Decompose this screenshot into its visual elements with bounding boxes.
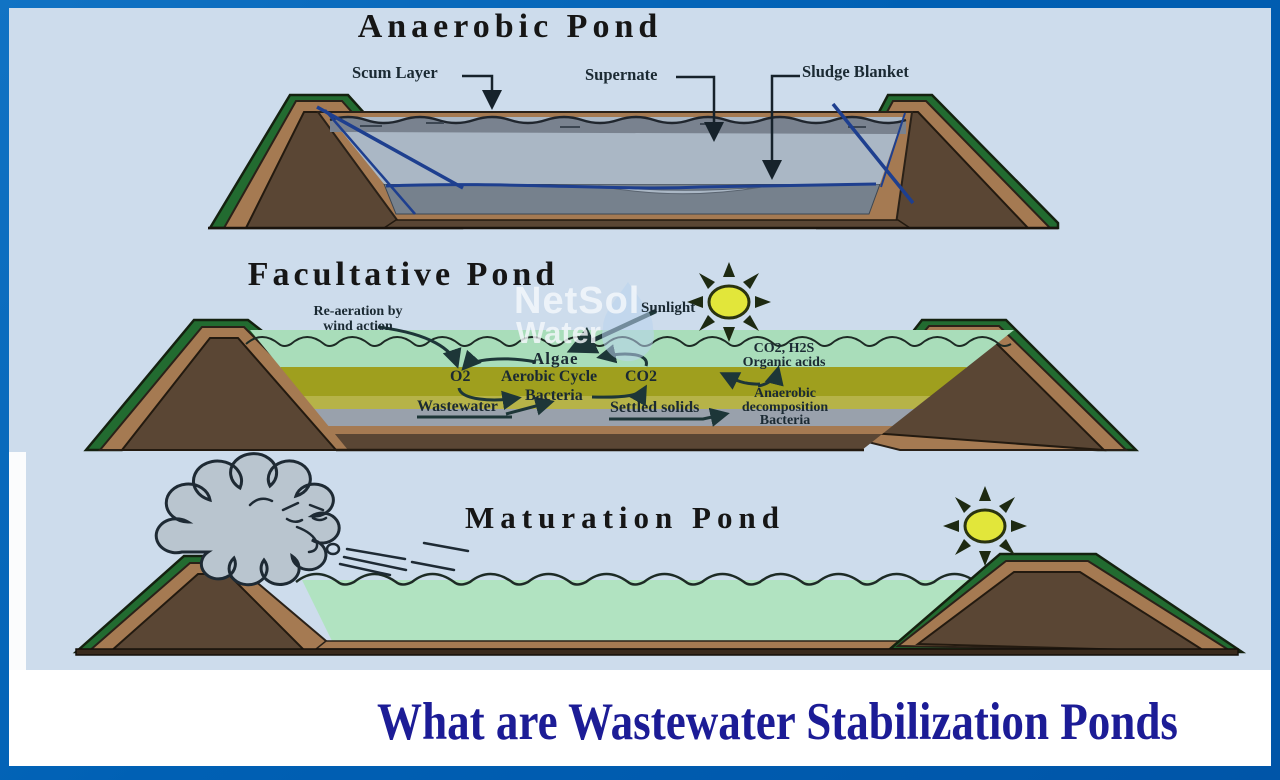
re-aeration-arrow [377,325,462,369]
sunlight-label: Sunlight [641,300,696,316]
co2-h2s-label: CO2, H2S Organic acids [742,341,826,370]
page-title: What are Wastewater Stabilization Ponds [377,693,1178,751]
anaerobic-pond-drawing [207,74,1060,230]
supernate-label: Supernate [585,65,658,84]
watermark-line1: NetSol [514,280,641,322]
sludge-blanket-label: Sludge Blanket [802,62,909,81]
wastewater-to-bacteria-arrow [505,396,555,416]
water-surface-waves [295,572,993,586]
co2-label: CO2 [625,368,657,385]
scum-layer-label: Scum Layer [352,63,438,82]
page-edge-strip [9,452,26,674]
sun-icon [941,484,1029,568]
re-aeration-label: Re-aeration by wind action [313,304,403,334]
watermark-line2: Water [516,314,601,350]
facultative-pond-drawing [83,260,1140,452]
settled-solids-arrow [609,407,730,427]
scum-pointer-arrow [462,74,502,110]
footer-band [9,670,1271,766]
anaerobic-pond-title: Anaerobic Pond [357,8,663,45]
core-wall-line-left [316,105,464,190]
watermark-droplet-icon [602,282,655,362]
anaerobic-decomposition-label: Anaerobic decomposition Bacteria [741,386,829,428]
bacteria-label: Bacteria [525,387,583,404]
sludge-pointer-arrow [762,74,800,180]
facultative-pond-title: Facultative Pond [247,256,559,293]
maturation-pond-drawing [72,452,1247,656]
netsol-watermark: NetSol Water [514,280,641,350]
algae-label: Algae [532,349,579,368]
settled-solids-label: Settled solids [610,399,700,416]
anaerobic-gas-arrow-left [719,372,761,390]
aerobic-cycle-label: Aerobic Cycle [501,368,598,385]
wind-cloud-icon [154,452,470,587]
supernate-pointer-arrow [676,75,724,142]
core-wall-line-right [831,102,915,205]
o2-label: O2 [450,368,471,385]
sun-icon [685,260,773,344]
wastewater-label: Wastewater [417,398,498,415]
anaerobic-gas-arrow-up [757,365,784,388]
maturation-pond-title: Maturation Pond [465,500,785,535]
